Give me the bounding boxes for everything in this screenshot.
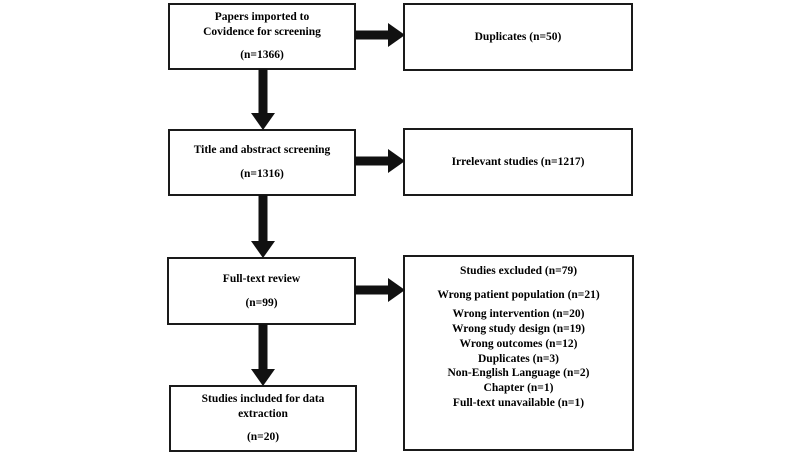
excluded-reason: Chapter (n=1) — [483, 382, 554, 395]
arrow-right-icon — [355, 277, 405, 303]
node-count: (n=99) — [245, 296, 278, 309]
arrow-head — [251, 369, 275, 386]
arrow-shaft — [355, 285, 391, 295]
arrow-shaft — [355, 156, 391, 166]
node-line: extraction — [238, 407, 288, 420]
excluded-reason: Full-text unavailable (n=1) — [452, 396, 585, 409]
arrow-shaft — [258, 324, 268, 371]
node-studies-included: Studies included for data extraction (n=… — [169, 385, 357, 452]
arrow-head — [388, 23, 405, 47]
node-line: Title and abstract screening — [193, 144, 331, 157]
arrow-shaft — [258, 195, 268, 243]
arrow-shaft — [258, 69, 268, 115]
node-full-text-review: Full-text review (n=99) — [167, 257, 356, 325]
excluded-reason: Wrong outcomes (n=12) — [459, 337, 578, 350]
node-line: Duplicates (n=50) — [474, 30, 562, 43]
node-irrelevant-studies: Irrelevant studies (n=1217) — [403, 128, 633, 196]
node-duplicates: Duplicates (n=50) — [403, 3, 633, 71]
arrow-head — [388, 149, 405, 173]
node-count: (n=1366) — [240, 49, 284, 62]
arrow-shaft — [355, 30, 391, 40]
node-line: Covidence for screening — [203, 25, 321, 38]
node-studies-excluded: Studies excluded (n=79) Wrong patient po… — [403, 255, 634, 451]
arrow-right-icon — [355, 22, 405, 48]
arrow-down-icon — [249, 324, 277, 386]
arrow-head — [388, 278, 405, 302]
node-line: Papers imported to — [214, 10, 310, 23]
arrow-right-icon — [355, 148, 405, 174]
arrow-head — [251, 113, 275, 130]
arrow-down-icon — [249, 195, 277, 258]
excluded-heading: Studies excluded (n=79) — [459, 265, 578, 277]
node-line: Irrelevant studies (n=1217) — [451, 155, 585, 168]
node-papers-imported: Papers imported to Covidence for screeni… — [168, 3, 356, 70]
arrow-head — [251, 241, 275, 258]
node-title-abstract-screening: Title and abstract screening (n=1316) — [168, 129, 356, 196]
excluded-reason: Duplicates (n=3) — [478, 352, 559, 365]
arrow-down-icon — [249, 69, 277, 130]
excluded-reason: Wrong intervention (n=20) — [452, 308, 585, 321]
excluded-reason: Wrong study design (n=19) — [452, 323, 585, 336]
excluded-reason: Non-English Language (n=2) — [447, 367, 590, 380]
excluded-primary-reason: Wrong patient population (n=21) — [437, 288, 600, 301]
node-line: Studies included for data — [201, 392, 325, 405]
node-line: Full-text review — [222, 272, 301, 285]
node-count: (n=1316) — [240, 168, 284, 180]
node-count: (n=20) — [246, 431, 280, 444]
